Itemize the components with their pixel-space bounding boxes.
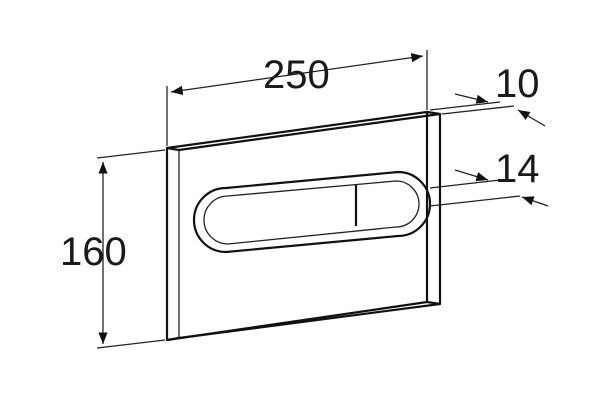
height-dimension: 160 bbox=[60, 149, 166, 349]
depth-dimension: 10 bbox=[429, 62, 546, 127]
button-projection-dimension: 14 bbox=[429, 147, 549, 207]
button-inner-ring bbox=[203, 180, 420, 245]
button-outer-ring bbox=[192, 170, 432, 254]
width-dimension: 250 bbox=[166, 50, 428, 146]
height-label: 160 bbox=[60, 230, 127, 274]
depth-label: 10 bbox=[495, 62, 540, 106]
plate-top-thickness bbox=[166, 110, 442, 152]
flush-plate bbox=[165, 110, 442, 342]
button-projection-label: 14 bbox=[495, 147, 540, 191]
dual-flush-button bbox=[192, 170, 432, 254]
width-label: 250 bbox=[263, 53, 330, 97]
plate-bottom-thickness bbox=[166, 302, 441, 342]
